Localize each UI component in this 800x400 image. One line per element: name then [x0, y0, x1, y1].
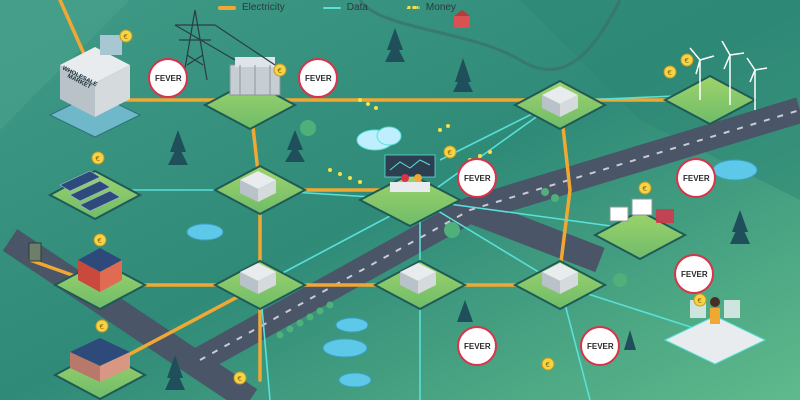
- svg-text:€: €: [698, 297, 702, 305]
- lakes: [186, 159, 758, 388]
- road-path: [358, 0, 622, 72]
- wholesale-market-building: WHOLESALE MARKET: [48, 35, 142, 138]
- legend: Electricity Data Money: [218, 2, 456, 13]
- euro-coin-icon: €: [119, 29, 133, 43]
- substation-building: [240, 171, 276, 202]
- euro-coin-icon: €: [233, 371, 247, 385]
- trees: [165, 28, 750, 390]
- svg-text:€: €: [124, 33, 128, 41]
- svg-text:€: €: [98, 237, 102, 245]
- substations: [240, 86, 578, 294]
- euro-coin-icon: €: [95, 319, 109, 333]
- house-with-solar: [78, 248, 122, 292]
- hedge-row: [276, 301, 334, 339]
- euro-coin-icon: €: [93, 233, 107, 247]
- legend-electricity-label: Electricity: [242, 2, 285, 13]
- fever-badge: FEVER: [674, 254, 714, 294]
- svg-text:€: €: [96, 155, 100, 163]
- svg-text:€: €: [448, 149, 452, 157]
- euro-coin-icon: €: [443, 145, 457, 159]
- euro-coin-icon: €: [541, 357, 555, 371]
- euro-coin-icon: €: [693, 293, 707, 307]
- fever-label: FEVER: [464, 342, 491, 351]
- legend-money-label: Money: [425, 2, 456, 13]
- power-pylon: [174, 9, 276, 81]
- euro-coin-icon: €: [680, 53, 694, 67]
- fever-badge: FEVER: [676, 158, 716, 198]
- svg-text:€: €: [278, 67, 282, 75]
- fever-badge: FEVER: [457, 326, 497, 366]
- solar-panel-array: [59, 170, 121, 212]
- market-stalls: [609, 198, 674, 223]
- substation-building: [542, 86, 578, 117]
- wind-turbine: [689, 47, 715, 100]
- electricity-swatch: [218, 5, 236, 10]
- euro-coin-icon: €: [91, 151, 105, 165]
- house-row: [70, 338, 130, 382]
- euro-coin-icon: €: [638, 181, 652, 195]
- legend-data: Data: [322, 2, 368, 13]
- fever-label: FEVER: [681, 270, 708, 279]
- svg-text:€: €: [238, 375, 242, 383]
- money-swatch: [405, 6, 420, 9]
- fever-label: FEVER: [305, 74, 332, 83]
- transformer-station: [229, 57, 281, 96]
- substation-building: [240, 263, 276, 294]
- small-red-house: [454, 10, 470, 28]
- wind-turbine: [746, 57, 768, 110]
- fever-badge: FEVER: [457, 158, 497, 198]
- fever-label: FEVER: [464, 174, 491, 183]
- data-swatch: [322, 6, 341, 9]
- fever-label: FEVER: [155, 74, 182, 83]
- euro-coin-icon: €: [663, 65, 677, 79]
- substation-building: [542, 263, 578, 294]
- fever-badge: FEVER: [148, 58, 188, 98]
- legend-money: Money: [405, 2, 456, 13]
- fever-badges: FEVER FEVER FEVER FEVER FEVER FEVER: [148, 58, 716, 366]
- substation-building: [400, 263, 436, 294]
- svg-text:€: €: [685, 57, 689, 65]
- fever-label: FEVER: [683, 174, 710, 183]
- cloud-icon: [356, 126, 402, 151]
- control-center: [384, 154, 436, 192]
- legend-electricity: Electricity: [218, 2, 285, 13]
- battery-storage: [28, 242, 42, 262]
- euro-coin-icon: €: [273, 63, 287, 77]
- legend-data-label: Data: [346, 2, 368, 13]
- fever-badge: FEVER: [298, 58, 338, 98]
- svg-text:€: €: [546, 361, 550, 369]
- fever-badge: FEVER: [580, 326, 620, 366]
- svg-text:€: €: [668, 69, 672, 77]
- wind-turbines: [689, 40, 768, 110]
- svg-text:€: €: [100, 323, 104, 331]
- fever-label: FEVER: [587, 342, 614, 351]
- road-markings: [199, 109, 800, 361]
- wind-turbine: [721, 40, 745, 105]
- svg-text:€: €: [643, 185, 647, 193]
- coins: € € € € € € € € € € € €: [91, 29, 707, 385]
- prosumer-platform: [663, 297, 767, 365]
